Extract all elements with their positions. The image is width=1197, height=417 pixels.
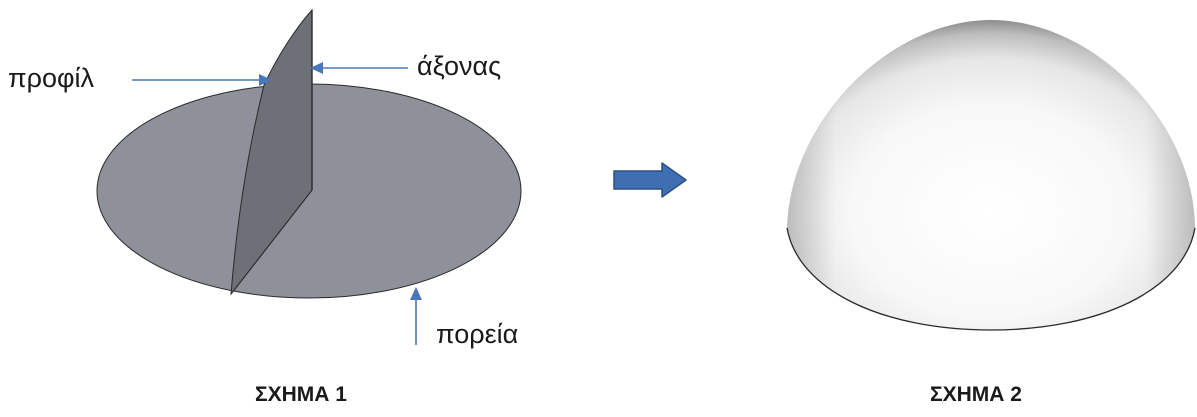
profile-arrow: [132, 74, 272, 86]
hemisphere-base-edge: [786, 227, 1196, 331]
axis-label: άξονας: [417, 51, 502, 81]
axis-arrow: [310, 62, 408, 74]
figure1-caption: ΣΧΗΜΑ 1: [255, 383, 347, 406]
hemisphere-shade: [787, 20, 1195, 330]
path-label: πορεία: [436, 319, 519, 349]
figure2-caption: ΣΧΗΜΑ 2: [930, 383, 1022, 406]
transform-arrow: [613, 162, 687, 198]
path-arrow: [410, 287, 422, 345]
profile-label: προφίλ: [8, 63, 95, 93]
profile-plane: [230, 8, 313, 296]
